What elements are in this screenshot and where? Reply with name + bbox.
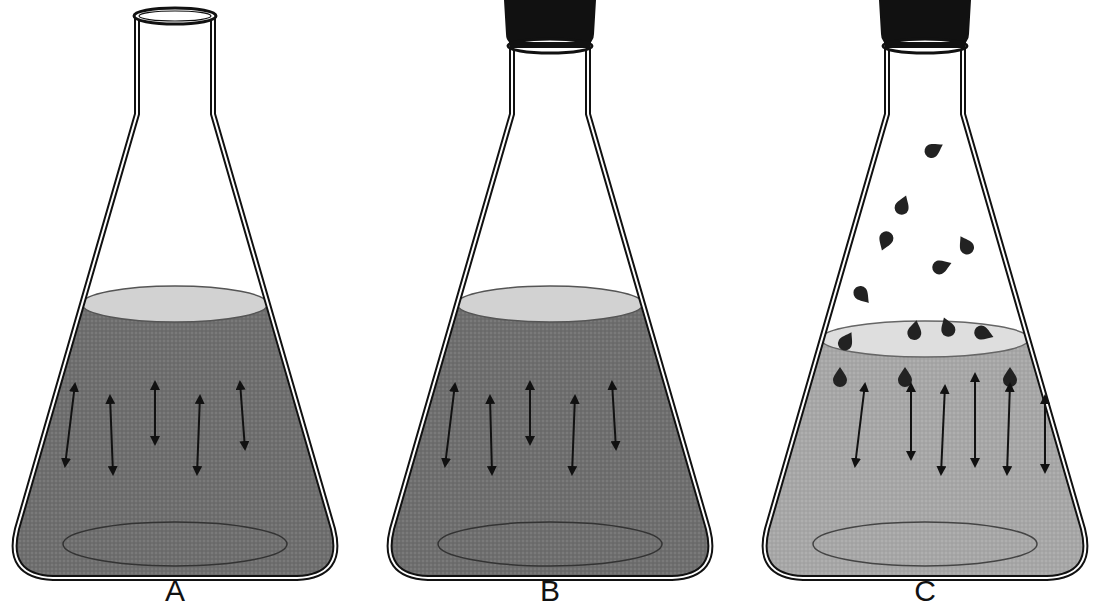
flask-label: B — [540, 576, 560, 606]
flask-label: A — [165, 576, 185, 606]
flask-label: C — [914, 576, 936, 606]
stoppered-flask — [350, 0, 750, 594]
stoppered-flask-with-vapor — [725, 0, 1100, 599]
vapor-droplets — [833, 138, 1017, 387]
open-flask — [0, 8, 375, 594]
